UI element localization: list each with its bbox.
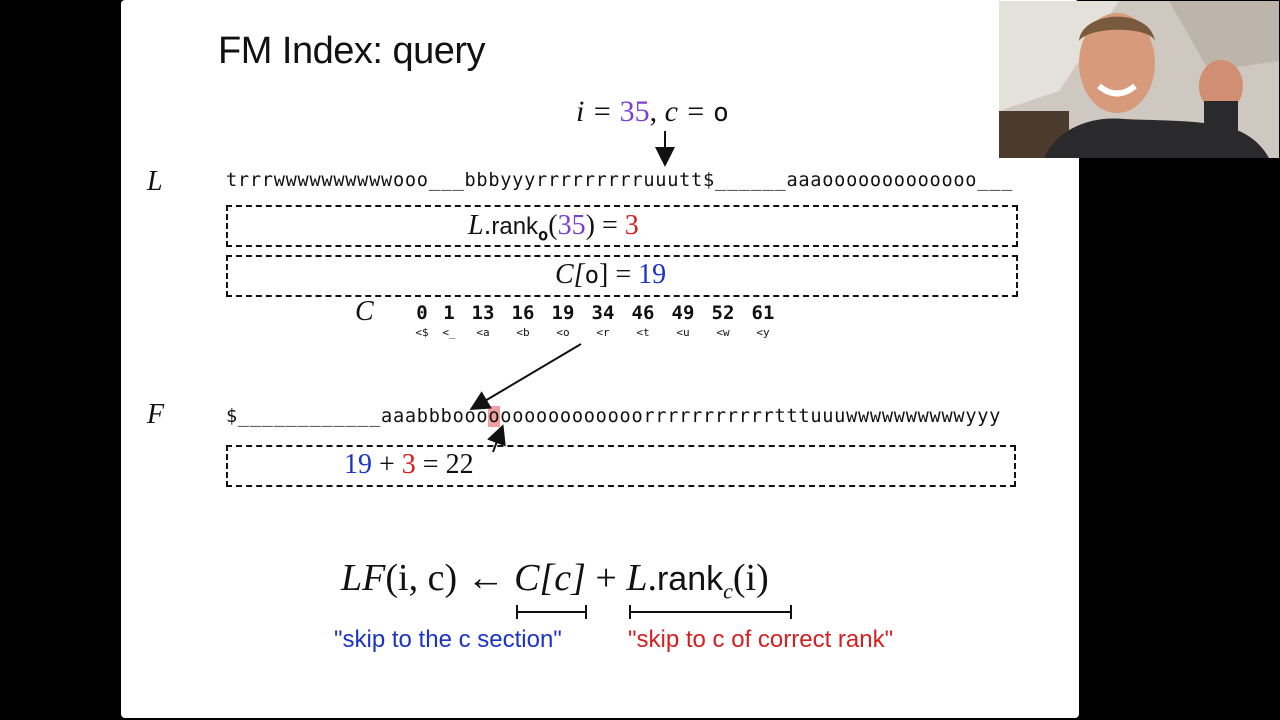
query-i-label: i = [576, 95, 620, 128]
row-label-C: C [355, 296, 374, 327]
c-table-sub: <r [596, 326, 610, 339]
presenter-video-icon [999, 1, 1279, 158]
lf-formula: LF(i, c) ← C[c] + L.rankc(i) [341, 556, 769, 605]
c-table-sub: <y [756, 326, 770, 339]
c-table-value: 19 [551, 302, 575, 324]
rank-open: ( [548, 210, 558, 241]
sum-to-f-arrow [487, 424, 506, 453]
formula-rank-L: L [626, 557, 648, 599]
sum-b: 3 [401, 449, 416, 480]
c-table-value: 46 [631, 302, 655, 324]
c-lookup-value: 19 [638, 259, 667, 290]
F-seq-highlight: o [488, 406, 501, 427]
note-skip-section: "skip to the c section" [334, 626, 562, 653]
rank-func: rank [491, 213, 539, 240]
formula-rank-dot: . [647, 557, 657, 599]
formula-plus: + [585, 557, 627, 599]
query-c-value: o [713, 98, 729, 128]
c-table-sub: <$ [415, 326, 429, 339]
c-table-value: 13 [471, 302, 495, 324]
c-lookup-prefix: C[ [555, 259, 585, 290]
formula-lhs: LF [341, 557, 386, 599]
formula-rank-sub: c [723, 578, 733, 604]
rank-L: L [468, 210, 484, 241]
F-seq-after: oooooooooooorrrrrrrrrrrtttuuuwwwwwwwwwwy… [500, 406, 1002, 427]
rank-sub: o [538, 225, 549, 246]
formula-c-part: C[c] [514, 557, 586, 599]
annotation-arrows [469, 131, 792, 619]
F-seq-before: $____________aaabbbooo [226, 406, 489, 427]
c-table-value: 49 [671, 302, 695, 324]
c-lookup-suffix: ] = [599, 259, 639, 290]
presenter-video [999, 1, 1279, 158]
formula-rank-args: (i) [732, 557, 769, 599]
query-sep: , [649, 95, 665, 128]
bracket-rank-part [629, 605, 792, 619]
c-table-sub: <a [476, 326, 490, 339]
formula-lhs-args: (i, c) [385, 557, 458, 599]
row-label-L: L [147, 166, 163, 197]
rank-expression: L.ranko(35) = 3 [468, 209, 639, 246]
rank-arg: 35 [557, 210, 586, 241]
sum-expression: 19 + 3 = 22 [344, 449, 474, 481]
c-table-value: 16 [511, 302, 535, 324]
c-table-sub: <w [716, 326, 730, 339]
slide-title: FM Index: query [218, 30, 486, 72]
query-i-value: 35 [619, 95, 650, 128]
bracket-c-part [516, 605, 587, 619]
c-table-sub: <o [556, 326, 570, 339]
slide: FM Index: query i = 35, c = o L trrrwwww… [121, 0, 1079, 718]
formula-arrow: ← [457, 557, 515, 599]
c-table-value: 1 [443, 302, 455, 324]
note-skip-rank: "skip to c of correct rank" [628, 626, 894, 653]
c-table-value: 0 [416, 302, 428, 324]
c-lookup-box: C[o] = 19 [226, 255, 1018, 297]
sum-box: 19 + 3 = 22 [226, 445, 1016, 487]
c-table-sub: <_ [442, 326, 456, 339]
F-sequence: $____________aaabbboooooooooooooooorrrrr… [226, 406, 1001, 427]
sum-plus: + [372, 449, 402, 480]
c-lookup-expression: C[o] = 19 [555, 259, 666, 291]
rank-box: L.ranko(35) = 3 [226, 205, 1018, 247]
c-table-value: 61 [751, 302, 775, 324]
query-c-label: c = [664, 95, 714, 128]
c-table-value: 34 [591, 302, 615, 324]
rank-result: 3 [624, 210, 639, 241]
c-table-sub: <t [636, 326, 650, 339]
query-line: i = 35, c = o [576, 95, 729, 129]
sum-a: 19 [344, 449, 372, 480]
L-sequence: trrrwwwwwwwwwwooo___bbbyyyrrrrrrrrruuutt… [226, 170, 1014, 191]
row-label-F: F [147, 399, 165, 430]
c-lookup-char: o [584, 261, 600, 289]
rank-eq: = [594, 210, 625, 241]
c-table-sub: <b [516, 326, 530, 339]
c-table-sub: <u [676, 326, 690, 339]
sum-eq: = 22 [415, 449, 474, 480]
rank-close: ) [585, 210, 595, 241]
rank-dot: . [483, 209, 492, 240]
c-table-value: 52 [711, 302, 735, 324]
formula-rank-func: rank [656, 560, 724, 598]
c-to-f-arrow [469, 343, 582, 411]
